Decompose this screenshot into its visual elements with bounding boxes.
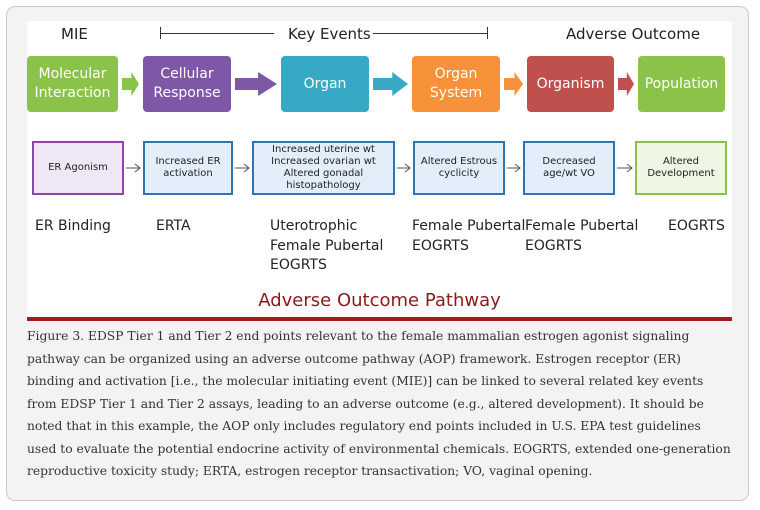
key-events-header: Key Events [288,25,371,43]
flow-arrow-icon [235,72,277,96]
bracket-right-line [373,33,487,34]
pathway-box: Organ System [412,56,500,112]
pathway-box: Organ [281,56,369,112]
bracket-left-line [160,33,274,34]
pathway-box: Organism [527,56,614,112]
thin-arrow-icon [126,163,141,173]
thin-arrow-icon [617,163,633,173]
assay-label: ERTA [156,218,191,234]
flow-arrow-icon [504,72,523,96]
endpoint-box: Increased ER activation [143,141,233,195]
endpoint-box: Decreased age/wt VO [523,141,615,195]
endpoint-box: Altered Development [635,141,727,195]
aop-title: Adverse Outcome Pathway [258,290,501,311]
aop-underline [27,317,732,321]
thin-arrow-icon [507,163,521,173]
endpoint-box: Altered Estrous cyclicity [413,141,505,195]
thin-arrow-icon [397,163,411,173]
bracket-right-tick [487,27,488,39]
assay-label: Female Pubertal EOGRTS [525,218,639,254]
flow-arrow-icon [618,72,634,96]
figure-caption: Figure 3. EDSP Tier 1 and Tier 2 end poi… [27,329,731,478]
endpoint-box: ER Agonism [32,141,124,195]
assay-label: ER Binding [35,218,111,234]
flow-arrow-icon [122,72,139,96]
flow-arrow-icon [373,72,408,96]
assay-label: Uterotrophic Female Pubertal EOGRTS [270,218,384,274]
assay-label: Female Pubertal EOGRTS [412,218,526,254]
pathway-box: Molecular Interaction [27,56,118,112]
pathway-box: Cellular Response [143,56,231,112]
mie-header: MIE [61,25,88,43]
endpoint-box: Increased uterine wt Increased ovarian w… [252,141,395,195]
thin-arrow-icon [235,163,250,173]
pathway-box: Population [638,56,725,112]
aop-figure: MIE Key Events Adverse Outcome Molecular… [27,21,732,321]
assay-label: EOGRTS [668,218,725,234]
adverse-outcome-header: Adverse Outcome [566,25,701,43]
